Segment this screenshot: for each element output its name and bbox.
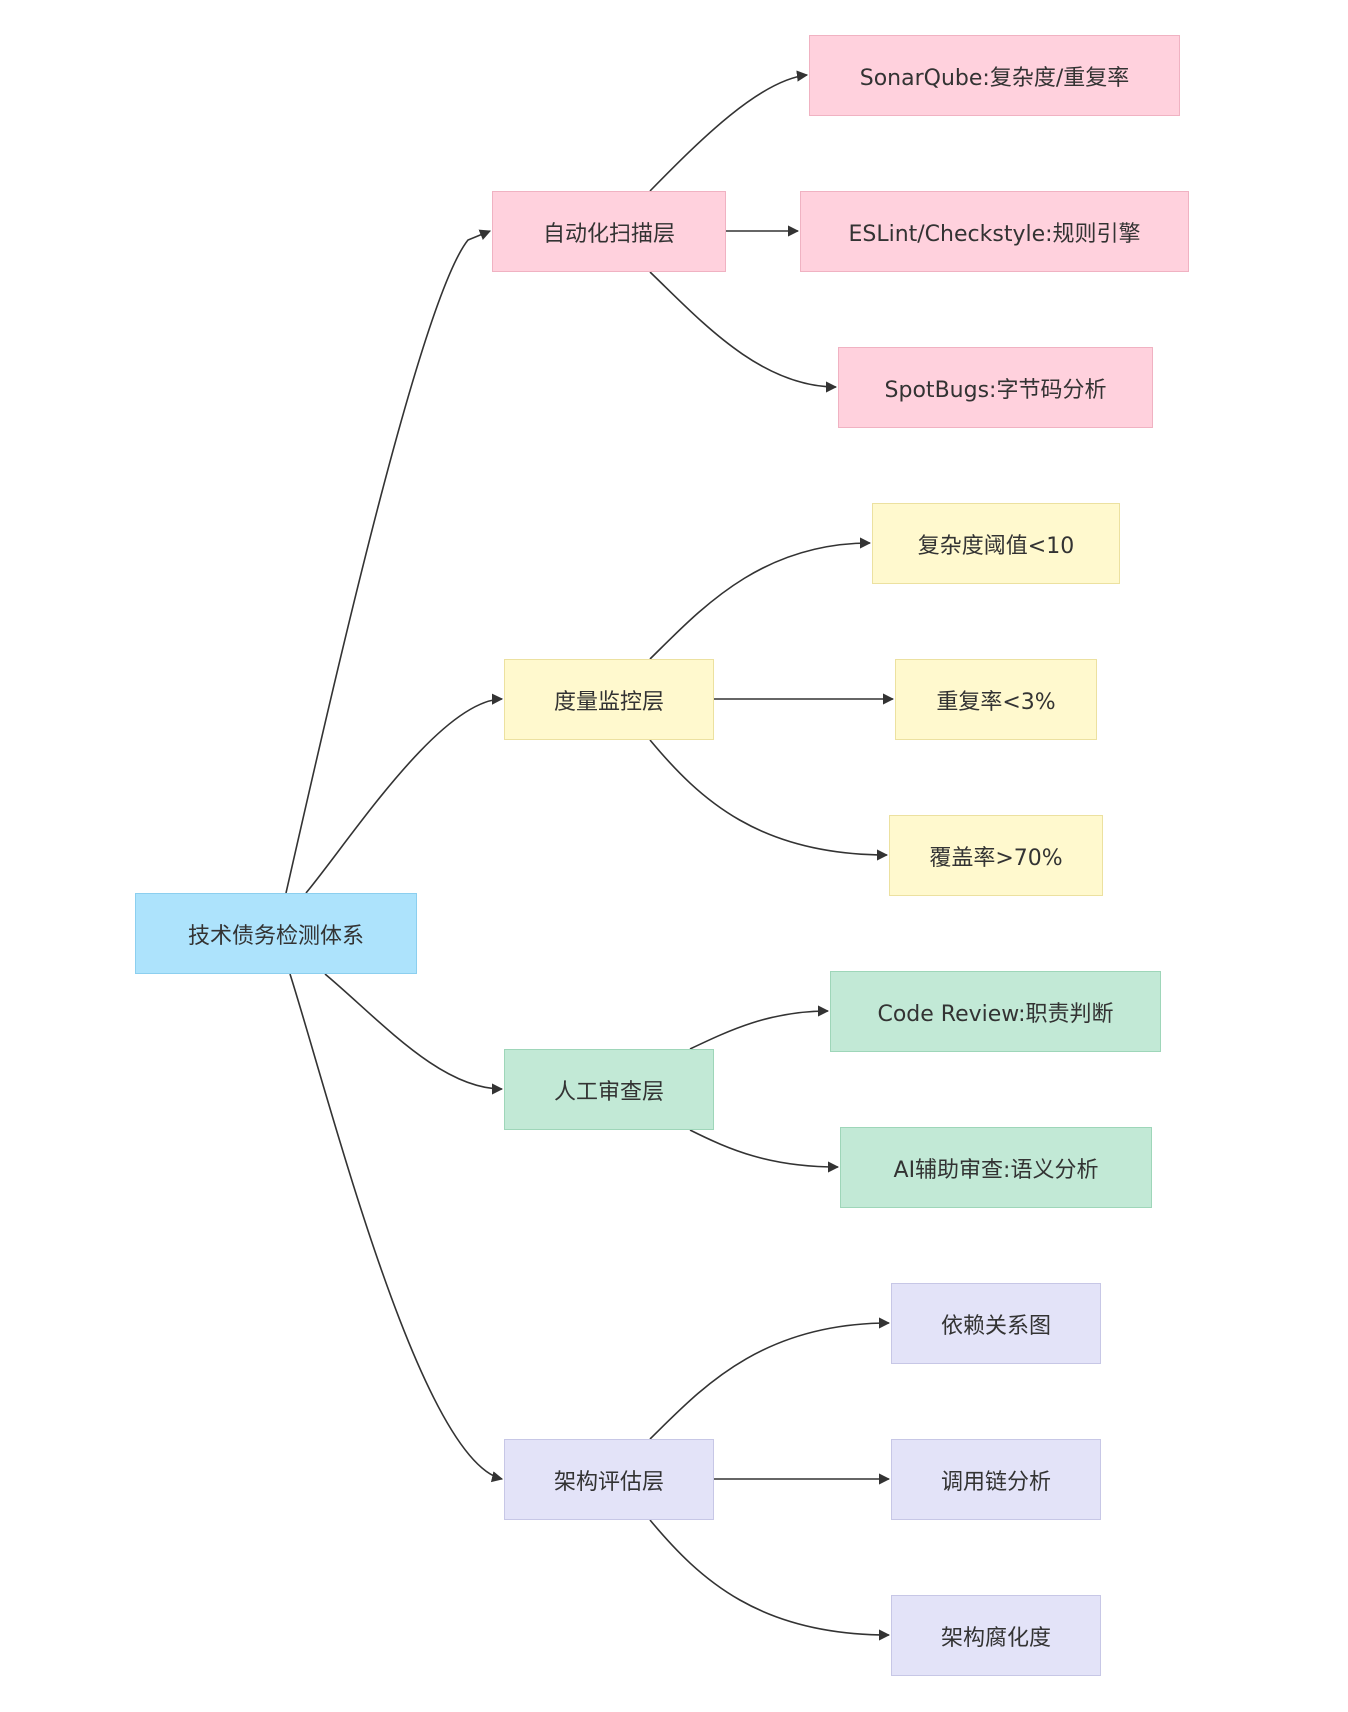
edge-arch-dep [649, 1317, 891, 1440]
node-call-chain[interactable]: 调用链分析 [891, 1439, 1101, 1520]
edge-arch-rot [649, 1519, 891, 1641]
edge-auto-sonar [649, 70, 809, 192]
layer-auto-scan[interactable]: 自动化扫描层 [492, 191, 726, 272]
node-code-review[interactable]: Code Review:职责判断 [830, 971, 1161, 1052]
layer-metric-monitor[interactable]: 度量监控层 [504, 659, 714, 740]
root-node[interactable]: 技术债务检测体系 [135, 893, 417, 974]
edge-manual-ai [689, 1129, 840, 1173]
layer-architecture-eval[interactable]: 架构评估层 [504, 1439, 714, 1520]
node-coverage-rate[interactable]: 覆盖率>70% [889, 815, 1103, 896]
layer-manual-review[interactable]: 人工审查层 [504, 1049, 714, 1130]
node-ai-review[interactable]: AI辅助审查:语义分析 [840, 1127, 1152, 1208]
edge-metric-cx [649, 537, 872, 660]
node-spotbugs[interactable]: SpotBugs:字节码分析 [838, 347, 1153, 428]
edge-auto-spot [649, 271, 838, 393]
edge-root-auto [285, 229, 492, 894]
edge-manual-cr [689, 1005, 830, 1050]
node-sonarqube[interactable]: SonarQube:复杂度/重复率 [809, 35, 1180, 116]
node-architecture-decay[interactable]: 架构腐化度 [891, 1595, 1101, 1676]
node-eslint-checkstyle[interactable]: ESLint/Checkstyle:规则引擎 [800, 191, 1189, 272]
node-duplication-rate[interactable]: 重复率<3% [895, 659, 1097, 740]
edge-metric-cov [649, 739, 889, 861]
node-complexity-threshold[interactable]: 复杂度阈值<10 [872, 503, 1120, 584]
edge-root-manual [324, 973, 504, 1095]
edge-root-metric [305, 693, 504, 894]
edge-root-arch [289, 973, 504, 1483]
node-dependency-graph[interactable]: 依赖关系图 [891, 1283, 1101, 1364]
